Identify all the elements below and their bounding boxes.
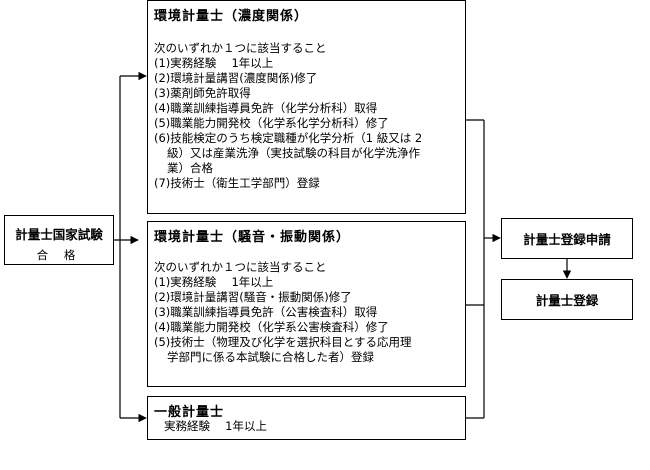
list-item: (5)職業能力開発校（化学系化学分析科）修了 xyxy=(154,116,389,130)
national-exam-title: 計量士国家試験 xyxy=(15,227,103,242)
list-item: (4)職業能力開発校（化学系公害検査科）修了 xyxy=(154,320,389,334)
national-exam-box: 計量士国家試験 合 格 xyxy=(4,215,114,265)
concentration-list: 次のいずれか１つに該当すること (1)実務経験 1年以上 (2)環境計量講習(濃… xyxy=(154,41,422,191)
general-measurer-requirement: 実務経験 1年以上 xyxy=(164,419,267,433)
registration-box: 計量士登録 xyxy=(501,279,633,320)
list-item: 学部門に係る本試験に合格した者）登録 xyxy=(167,350,374,364)
list-item: (7)技術士（衛生工学部門）登録 xyxy=(154,176,320,190)
list-item: (1)実務経験 1年以上 xyxy=(154,56,274,70)
general-measurer-box: 一般計量士 実務経験 1年以上 xyxy=(147,396,466,440)
list-item: 業）合格 xyxy=(167,161,213,175)
list-item: (5)技術士（物理及び化学を選択科目とする応用理 xyxy=(154,335,412,349)
noise-vibration-box: 環境計量士（騒音・振動関係） 次のいずれか１つに該当すること (1)実務経験 1… xyxy=(147,221,466,387)
concentration-title: 環境計量士（濃度関係） xyxy=(154,9,309,24)
general-measurer-title: 一般計量士 xyxy=(154,405,225,420)
list-item: (4)職業訓練指導員免許（化学分析科）取得 xyxy=(154,101,378,115)
list-item: (2)環境計量講習(騒音・振動関係)修了 xyxy=(154,290,352,304)
registration-title: 計量士登録 xyxy=(535,293,599,308)
list-item: (6)技能検定のうち検定職種が化学分析（1 級又は 2 xyxy=(154,131,423,145)
concentration-intro: 次のいずれか１つに該当すること xyxy=(154,41,327,55)
list-item: 級）又は産業洗浄（実技試験の科目が化学洗浄作 xyxy=(167,146,420,160)
noise-vibration-title: 環境計量士（騒音・振動関係） xyxy=(154,230,351,245)
list-item: (3)薬剤師免許取得 xyxy=(154,86,251,100)
list-item: (3)職業訓練指導員免許（公害検査科）取得 xyxy=(154,305,378,319)
noise-vibration-list: 次のいずれか１つに該当すること (1)実務経験 1年以上 (2)環境計量講習(騒… xyxy=(154,260,411,365)
registration-application-box: 計量士登録申請 xyxy=(501,218,633,259)
list-item: (1)実務経験 1年以上 xyxy=(154,275,274,289)
concentration-box: 環境計量士（濃度関係） 次のいずれか１つに該当すること (1)実務経験 1年以上… xyxy=(147,0,466,214)
noise-vibration-intro: 次のいずれか１つに該当すること xyxy=(154,260,327,274)
list-item: (2)環境計量講習(濃度関係)修了 xyxy=(154,71,318,85)
registration-application-title: 計量士登録申請 xyxy=(523,232,611,247)
national-exam-result: 合 格 xyxy=(36,248,82,262)
